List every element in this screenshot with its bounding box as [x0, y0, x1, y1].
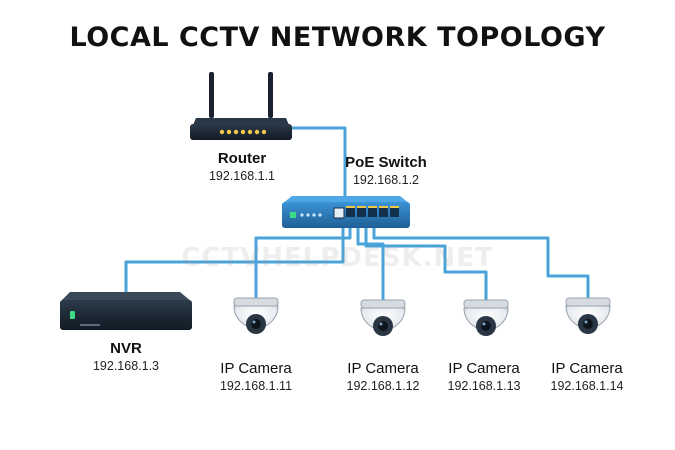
cable-switch-camera-2 [356, 226, 385, 300]
camera-3-label: IP Camera 192.168.1.13 [424, 360, 544, 393]
switch-ip: 192.168.1.2 [352, 173, 420, 187]
cable-switch-camera-3 [364, 226, 488, 300]
camera-ip: 192.168.1.14 [550, 379, 624, 393]
camera-name: IP Camera [220, 360, 292, 377]
page-title: LOCAL CCTV NETWORK TOPOLOGY [69, 22, 606, 53]
dome-camera-icon [360, 299, 406, 336]
switch-icon [282, 196, 410, 228]
cable-router-switch [288, 126, 347, 197]
camera-2-label: IP Camera 192.168.1.12 [323, 360, 443, 393]
camera-ip: 192.168.1.13 [447, 379, 521, 393]
router-ip: 192.168.1.1 [208, 169, 276, 183]
switch-label: PoE Switch 192.168.1.2 [326, 154, 446, 187]
camera-name: IP Camera [448, 360, 520, 377]
camera-1-label: IP Camera 192.168.1.11 [196, 360, 316, 393]
camera-ip: 192.168.1.12 [346, 379, 420, 393]
nvr-ip: 192.168.1.3 [92, 359, 160, 373]
camera-name: IP Camera [551, 360, 623, 377]
watermark: CCTVHELPDESK.NET [181, 243, 494, 273]
router-label: Router 192.168.1.1 [182, 150, 302, 183]
nvr-icon [60, 292, 192, 330]
nvr-name: NVR [110, 340, 142, 357]
router-icon [190, 72, 292, 140]
router-name: Router [217, 150, 267, 167]
camera-4-label: IP Camera 192.168.1.14 [527, 360, 647, 393]
nvr-label: NVR 192.168.1.3 [66, 340, 186, 373]
cable-switch-camera-1 [254, 226, 352, 298]
dome-camera-icon [565, 297, 611, 334]
dome-camera-icon [463, 299, 509, 336]
camera-ip: 192.168.1.11 [219, 379, 293, 393]
dome-camera-icon [233, 297, 279, 334]
camera-name: IP Camera [347, 360, 419, 377]
cable-switch-nvr [124, 226, 345, 292]
network-cables [124, 126, 590, 300]
switch-name: PoE Switch [345, 154, 427, 171]
cable-switch-camera-4 [372, 226, 590, 298]
